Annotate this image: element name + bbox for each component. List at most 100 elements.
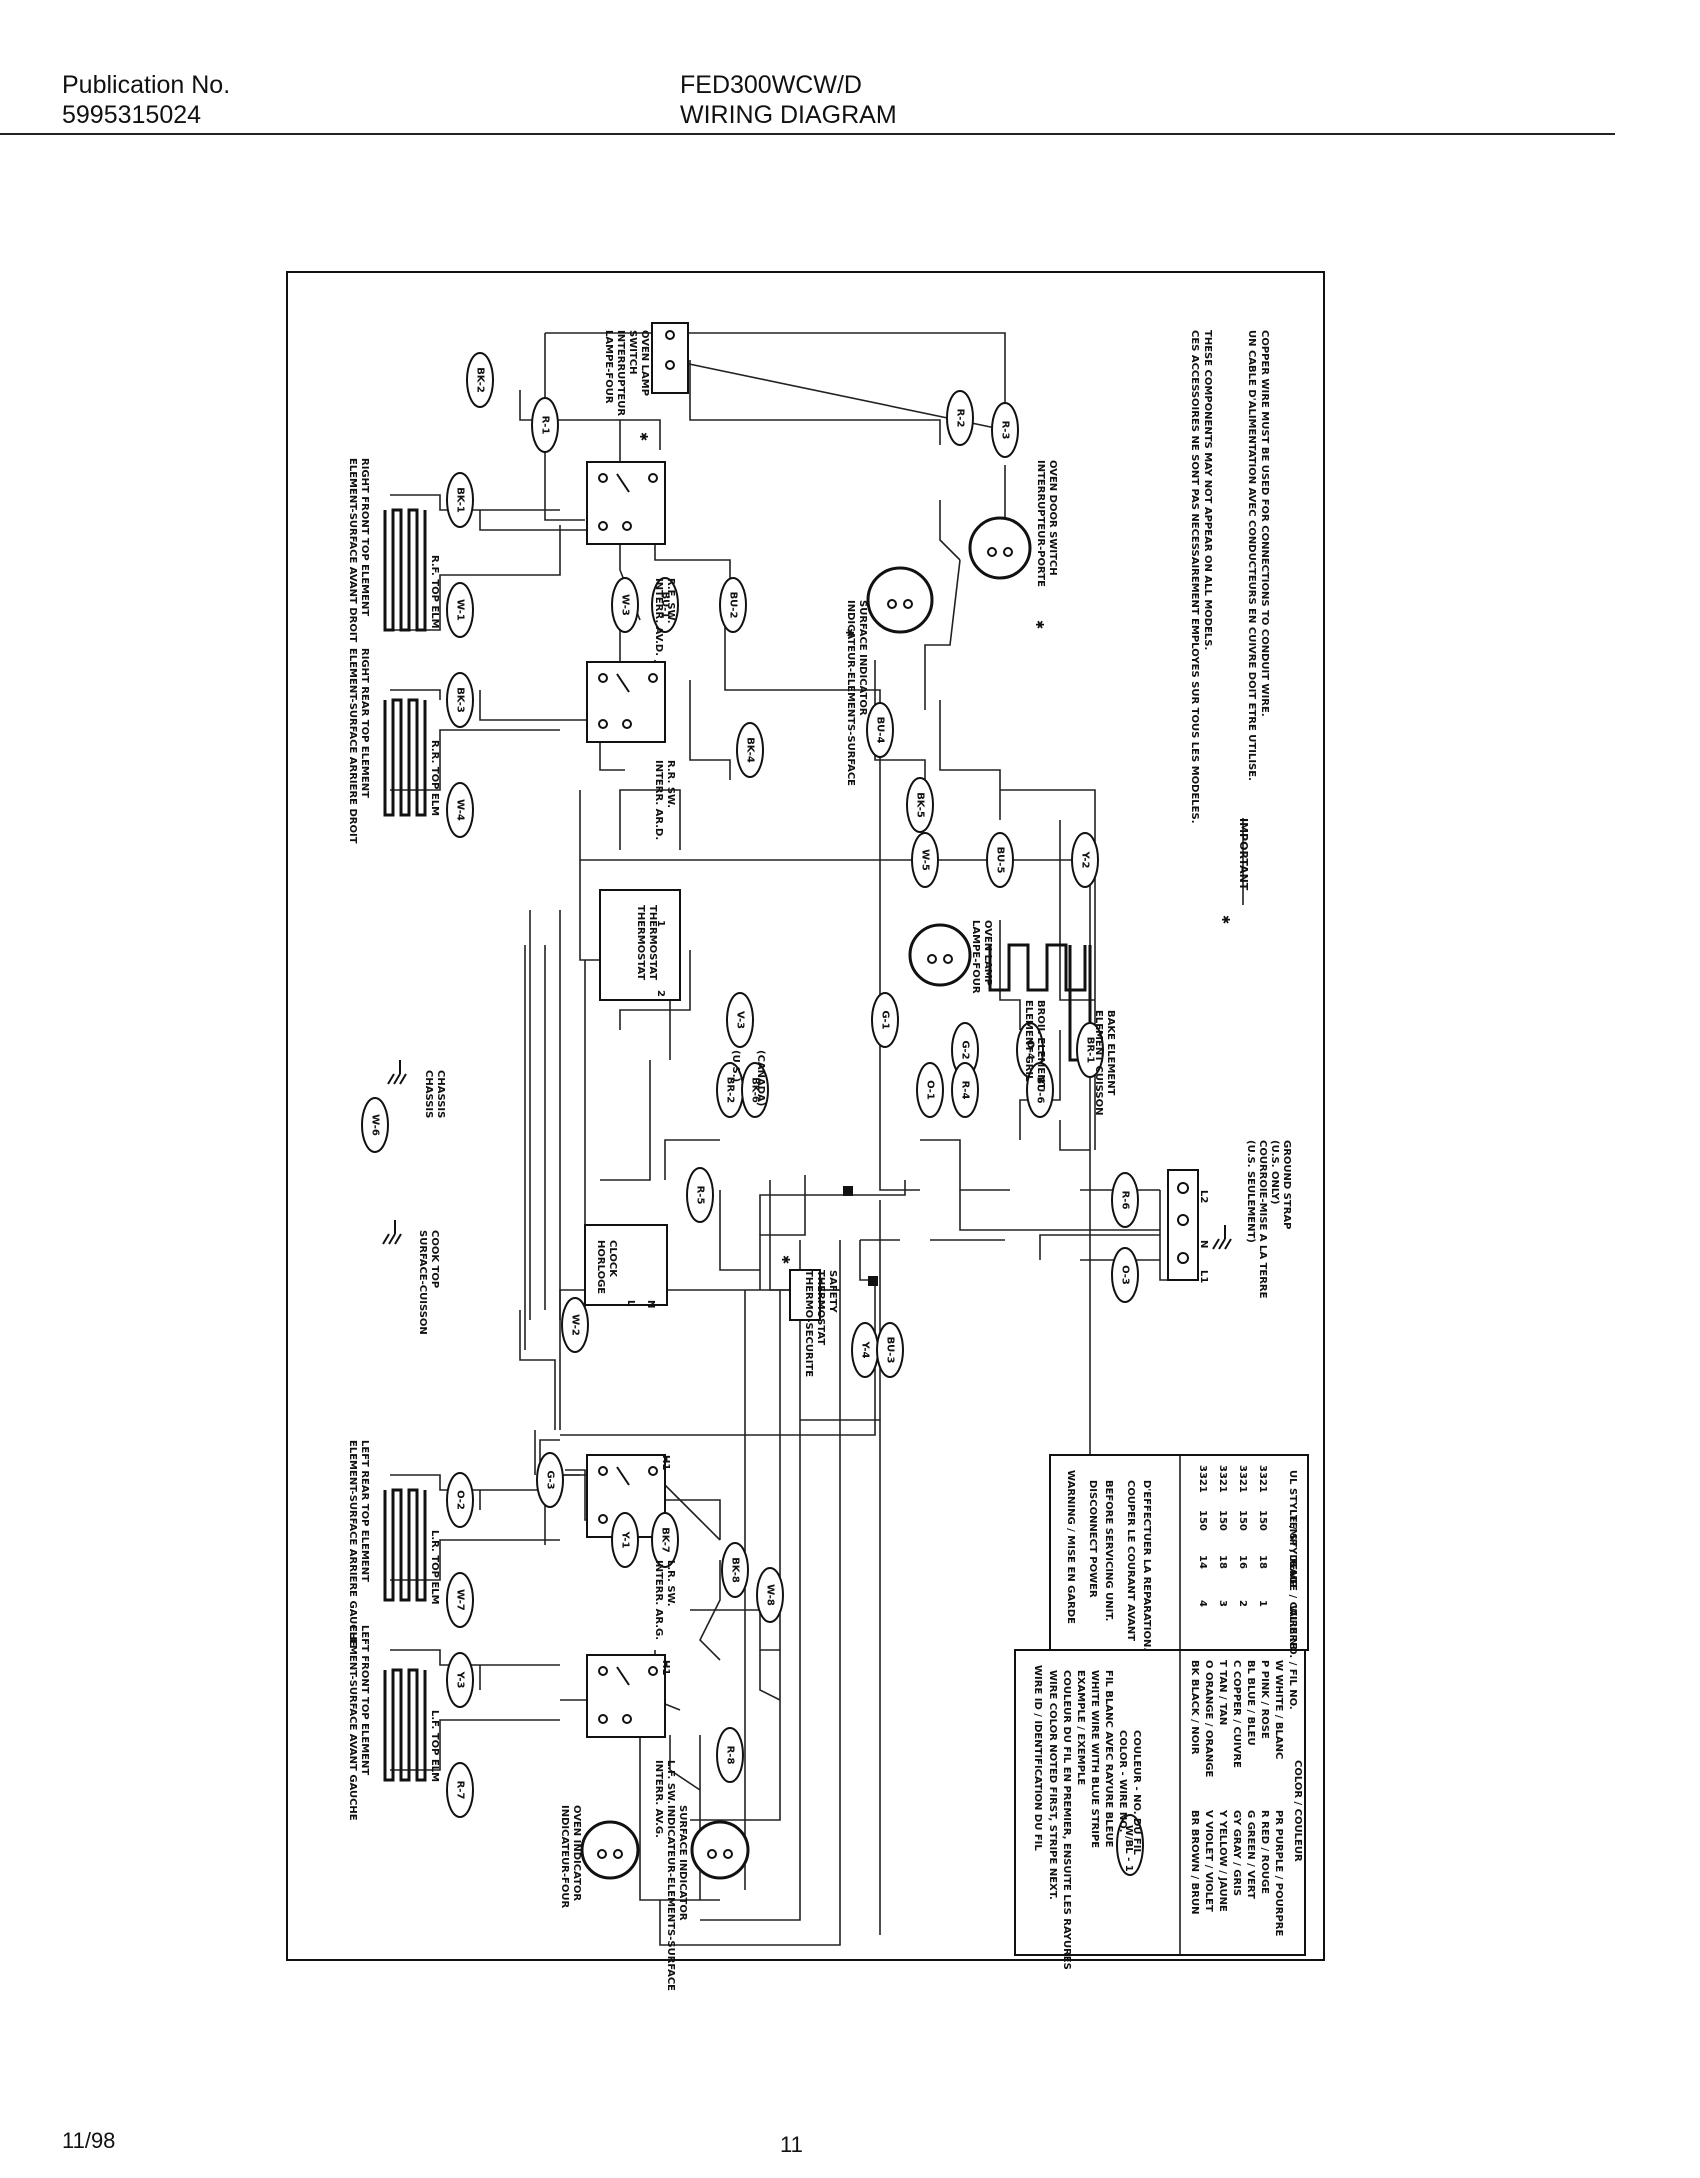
bake-element-label: BAKE ELEMENT xyxy=(1105,1010,1116,1096)
wire-tag: W-6 xyxy=(361,1097,389,1153)
wire-tag-label: Y-2 xyxy=(1080,851,1091,869)
terminal xyxy=(598,1466,608,1476)
lr-switch-label: INTERR. AR.G. xyxy=(653,1560,664,1640)
wire-tag: Y-2 xyxy=(1071,832,1099,888)
wire-tag-label: BK-4 xyxy=(745,737,756,763)
wire-table-cell: 3321 xyxy=(1217,1465,1228,1493)
rf-element-tag: R.F. TOP ELM xyxy=(429,555,440,629)
terminal xyxy=(903,599,913,609)
wire-tag-label: BK-1 xyxy=(455,487,466,513)
switch-contact xyxy=(616,673,630,693)
rr-element-label: ELEMENT-SURFACE ARRIERE DROIT xyxy=(347,648,358,844)
wire-tag-label: W-3 xyxy=(620,594,631,616)
footer-date: 11/98 xyxy=(62,2128,116,2153)
wire-tag: Y-1 xyxy=(611,1512,639,1568)
broil-element-label: ELEMENT GRIL xyxy=(1023,1000,1034,1082)
surface-indicator-left xyxy=(690,1820,750,1880)
wire xyxy=(999,920,1021,1030)
color-code-row: T TAN / TAN xyxy=(1217,1660,1228,1725)
wire-tag-oval xyxy=(906,777,934,833)
wire-table-header: GAGE / CALIBRE xyxy=(1287,1560,1298,1649)
oven-lamp-label: LAMPE-FOUR xyxy=(970,920,981,994)
oven-indicator xyxy=(580,1820,640,1880)
terminal-label: H1 xyxy=(660,1455,671,1470)
switch-contact xyxy=(616,1466,630,1486)
wire xyxy=(939,500,961,561)
wire xyxy=(390,729,560,791)
wire-id-line: WIRE COLOR NOTED FIRST, STRIPE NEXT. xyxy=(1047,1670,1058,1900)
wire-tag: V-3 xyxy=(726,992,754,1048)
warning-line: DISCONNECT POWER xyxy=(1087,1480,1098,1598)
terminal xyxy=(598,673,608,683)
lf-switch-label: L.F. SW. xyxy=(665,1760,676,1804)
oven-indicator-label: INDICATEUR-FOUR xyxy=(559,1805,570,1908)
wire-tag-oval xyxy=(651,1512,679,1568)
surface-indicator-left-label: SURFACE INDICATOR xyxy=(677,1805,688,1921)
wire-tag-label: R-4 xyxy=(960,1081,971,1100)
wire xyxy=(669,1735,701,1791)
chassis-ground-icon xyxy=(387,1060,407,1085)
lr-element-label: ELEMENT-SURFACE ARRIERE GAUCHE xyxy=(347,1440,358,1647)
wire-tag-oval xyxy=(1111,1172,1139,1228)
color-code-row: Y YELLOW / JAUNE xyxy=(1217,1809,1228,1912)
wire-table-cell: 18 xyxy=(1217,1555,1228,1569)
wire-tag-label: O-4 xyxy=(1025,1040,1036,1060)
ground-tick xyxy=(387,1073,395,1085)
wire-tag-label: G-2 xyxy=(960,1040,971,1059)
wire-tag-label: BK-6 xyxy=(750,1077,761,1103)
door-switch xyxy=(968,516,1032,580)
publication-label: Publication No. xyxy=(62,71,231,99)
wire-tag-label: G-3 xyxy=(545,1470,556,1489)
wire-tag: BU-1 xyxy=(651,577,679,633)
wire-tag-label: BK-8 xyxy=(730,1557,741,1583)
wire-table-cell: 4 xyxy=(1197,1600,1208,1607)
rr-element-label: RIGHT REAR TOP ELEMENT xyxy=(359,648,370,798)
wire-table-cell: 16 xyxy=(1237,1555,1248,1569)
wire-tag-oval xyxy=(466,352,494,408)
wire-tag: BK-5 xyxy=(906,777,934,833)
wire-tag: BK-8 xyxy=(721,1542,749,1598)
terminal xyxy=(597,1849,607,1859)
wire-tag-label: BK-2 xyxy=(475,367,486,393)
asterisk-icon: ✱ xyxy=(843,628,856,637)
wire xyxy=(939,700,1001,820)
terminal xyxy=(598,473,608,483)
wire-tag: R-7 xyxy=(446,1762,474,1818)
wire-tag-label: W-1 xyxy=(455,599,466,621)
wire xyxy=(600,1060,651,1181)
wire-tag: O-3 xyxy=(1111,1247,1139,1303)
safety-thermostat-label: THERMO-SECURITE xyxy=(803,1270,814,1377)
wire-tag-oval xyxy=(446,472,474,528)
wire-tag: BK-2 xyxy=(466,352,494,408)
important-text: UN CABLE D'ALIMENTATION AVEC CONDUCTEURS… xyxy=(1246,330,1257,781)
oven-lamp-label: OVEN LAMP xyxy=(982,920,993,986)
terminal xyxy=(648,473,658,483)
ground-tick xyxy=(394,1233,402,1245)
color-code-row: BL BLUE / BLEU xyxy=(1245,1660,1256,1746)
wire-tag-label: BU-2 xyxy=(728,592,739,619)
wire xyxy=(619,789,681,850)
terminal-label: L1 xyxy=(1198,1270,1209,1283)
terminal xyxy=(1177,1252,1189,1264)
wire xyxy=(390,689,441,700)
wire-table-header: TEMP / TEMP xyxy=(1287,1515,1298,1587)
color-code-row: O ORANGE / ORANGE xyxy=(1203,1660,1214,1777)
wire-id-line: WHITE WIRE WITH BLUE STRIPE xyxy=(1089,1670,1100,1848)
terminal-label: (CANADA) xyxy=(755,1050,766,1106)
wire-tag-label: Y-1 xyxy=(620,1531,631,1549)
wire-tag-oval xyxy=(1076,1022,1104,1078)
wire-tag-oval xyxy=(876,1322,904,1378)
wire-tag-label: R-3 xyxy=(1000,421,1011,440)
wire xyxy=(390,494,560,511)
wire xyxy=(690,1609,780,1651)
lr-element-label: LEFT REAR TOP ELEMENT xyxy=(359,1440,370,1582)
wire-tag-label: BU-4 xyxy=(875,717,886,744)
wire-tag-label: BK-7 xyxy=(660,1527,671,1553)
wire-tag: W-7 xyxy=(446,1572,474,1628)
safety-thermostat-label: SAFETY xyxy=(827,1270,838,1313)
broil-element-label: BROIL ELEMENT xyxy=(1035,1000,1046,1090)
wire xyxy=(479,510,625,531)
wire-tag-oval xyxy=(446,672,474,728)
wire xyxy=(579,860,600,961)
